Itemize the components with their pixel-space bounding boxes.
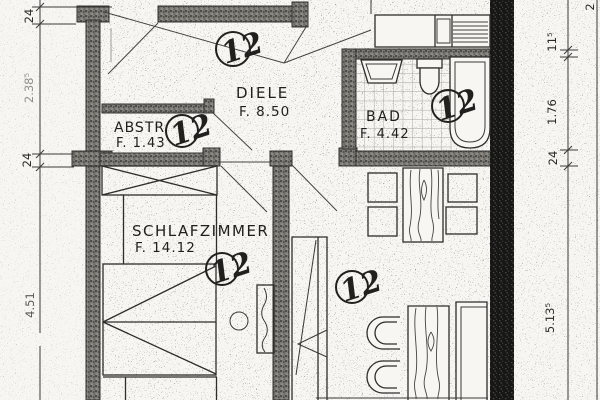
- door-swing-lines: [103, 0, 372, 213]
- schlafzimmer-door-swing: [220, 165, 268, 213]
- wall-bath-bottom-jamb: [338, 147, 358, 167]
- tall-cupboard-icon: [291, 236, 328, 400]
- counter-drainer-stripes: [453, 21, 488, 43]
- wall-interior-jamb: [269, 150, 293, 167]
- wall-corner-pier: [291, 1, 309, 28]
- diele-area: F. 8.50: [239, 104, 290, 120]
- dim-left-middle: 2.38⁵: [22, 73, 36, 104]
- wall-interior-vertical: [272, 165, 290, 400]
- wohnzimmer-furniture: [291, 167, 488, 400]
- bathroom: [356, 56, 491, 151]
- abstellraum-door-swing: [211, 111, 253, 151]
- counter-outline: [374, 14, 491, 48]
- walls: [71, 1, 493, 400]
- window-swing-line: [103, 11, 285, 64]
- sink-icon: [360, 59, 403, 84]
- dim-left-top: 24: [22, 9, 36, 24]
- wohnzimmer-door-swing: [290, 163, 338, 212]
- kitchen-door-swing: [283, 26, 307, 64]
- dim-ticks-right: [560, 45, 578, 171]
- window-swing-line: [107, 22, 159, 75]
- kitchen-door-swing: [283, 29, 372, 64]
- wall-top-exterior: [157, 5, 296, 23]
- ceiling-lamp-icon: [229, 311, 249, 331]
- dim-right-wall: 24: [546, 151, 560, 166]
- bad-label: BAD: [366, 109, 402, 125]
- wall-bath-left: [341, 48, 357, 150]
- wall-party-dark: [490, 0, 514, 400]
- wall-middle-door-jamb: [202, 147, 221, 167]
- abstellraum-area: F. 1.43: [116, 136, 166, 151]
- dimension-chain-right: 11⁵ 1.76 24 5.13⁵ 2: [543, 0, 598, 400]
- dim-ticks-left: [32, 2, 112, 172]
- wardrobe-icon: [101, 165, 218, 196]
- wall-middle: [99, 152, 205, 167]
- dining-chair-icon: [367, 172, 478, 237]
- dim-right-bath: 1.76: [545, 99, 559, 125]
- schlafzimmer-label: SCHLAFZIMMER: [132, 222, 269, 240]
- wall-bath-bottom: [355, 150, 493, 167]
- dim-right-thin-wall: 11⁵: [545, 32, 559, 52]
- armchair-icon: [366, 316, 400, 394]
- bathtub-icon: [449, 56, 491, 149]
- room-labels: DIELE F. 8.50 BAD F. 4.42 ABSTR F. 1.43 …: [114, 84, 410, 256]
- wall-left-exterior: [85, 19, 101, 400]
- bad-area: F. 4.42: [360, 127, 410, 142]
- dining-table-icon: [402, 167, 444, 243]
- toilet-icon: [416, 58, 443, 95]
- dresser-icon: [103, 376, 218, 400]
- radiator-icon: [256, 284, 275, 354]
- schlafzimmer-area: F. 14.12: [135, 240, 196, 256]
- wall-abstellraum-jamb: [203, 98, 215, 114]
- coffee-table-icon: [407, 305, 450, 400]
- dimension-chain-left: 24 2.38⁵ 24 4.51: [20, 0, 112, 400]
- schlafzimmer-furniture: [101, 165, 275, 400]
- kitchen-counter: [374, 14, 491, 48]
- bed-icon: [102, 263, 217, 376]
- dim-left-wall: 24: [20, 153, 34, 168]
- dim-right-bottom: 5.13⁵: [543, 303, 557, 334]
- counter-hob: [436, 18, 451, 44]
- abstellraum-label: ABSTR: [114, 120, 165, 136]
- wall-abstellraum-top: [101, 103, 206, 114]
- dim-left-bottom: 4.51: [23, 292, 37, 318]
- diele-label: DIELE: [236, 84, 289, 102]
- dim-right-top-cut: 2: [583, 3, 597, 10]
- closet-icon: [122, 195, 218, 264]
- sofa-bench-icon: [455, 301, 488, 400]
